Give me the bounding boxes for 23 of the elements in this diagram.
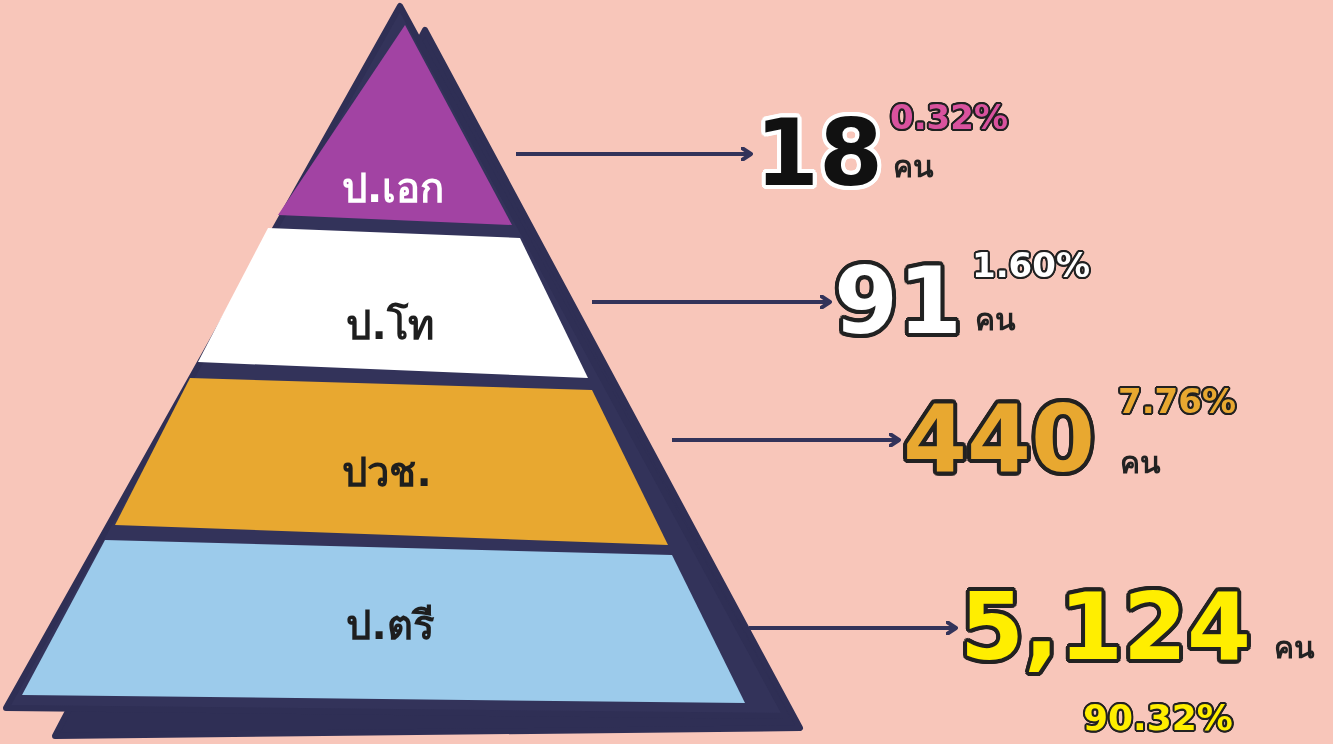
percentage-label: 90.32% bbox=[1083, 700, 1233, 736]
percentage-label: 7.76% bbox=[1118, 384, 1236, 418]
unit-label: คน bbox=[1274, 633, 1315, 663]
pyramid-layer bbox=[115, 378, 668, 545]
pyramid-layer bbox=[198, 228, 588, 378]
count-number: 18 bbox=[755, 108, 884, 200]
layer-label: ปวช. bbox=[342, 452, 432, 492]
arrow bbox=[592, 294, 832, 310]
layer-label: ป.ตรี bbox=[346, 605, 434, 645]
arrow bbox=[516, 146, 753, 162]
unit-label: คน bbox=[1120, 448, 1161, 478]
pyramid-layer bbox=[22, 540, 745, 703]
arrow bbox=[749, 620, 958, 636]
count-number: 440 bbox=[903, 394, 1096, 486]
arrow bbox=[672, 432, 901, 448]
percentage-label: 0.32% bbox=[890, 100, 1008, 134]
pyramid-layer bbox=[278, 25, 512, 225]
count-number: 91 bbox=[834, 256, 963, 348]
layer-label: ป.เอก bbox=[341, 168, 445, 208]
unit-label: คน bbox=[975, 305, 1016, 335]
unit-label: คน bbox=[893, 152, 934, 182]
percentage-label: 1.60% bbox=[972, 248, 1090, 282]
count-number: 5,124 bbox=[960, 582, 1251, 674]
